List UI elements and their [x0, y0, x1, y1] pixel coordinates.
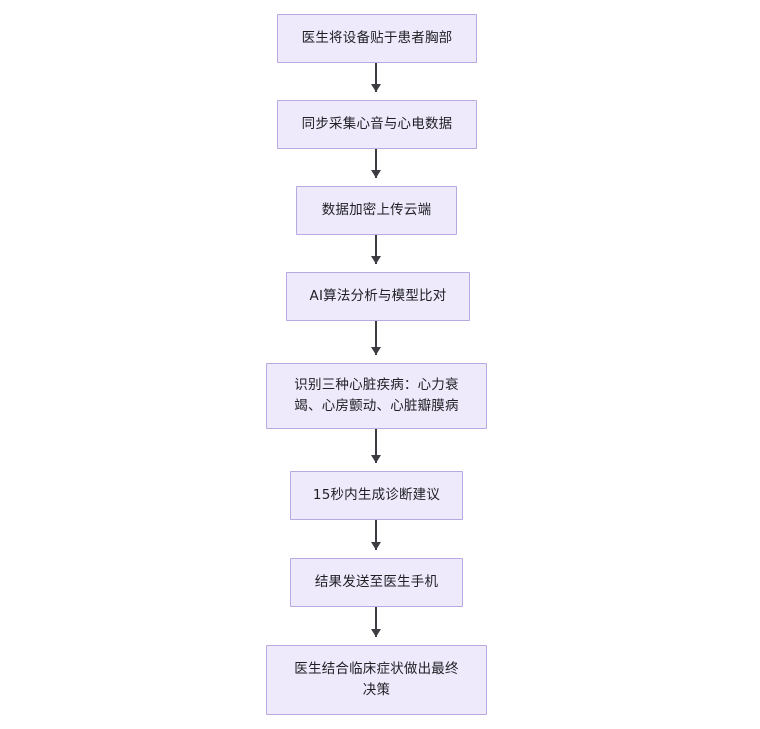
flow-arrowhead-icon: [371, 170, 381, 178]
flowchart-node-step-6[interactable]: 15秒内生成诊断建议: [290, 471, 463, 520]
flow-connector: [375, 149, 377, 178]
flowchart-node-label: 医生将设备贴于患者胸部: [301, 30, 453, 47]
flow-connector: [375, 235, 377, 264]
flow-arrowhead-icon: [371, 84, 381, 92]
flowchart-node-label: 数据加密上传云端: [321, 202, 432, 219]
flowchart-node-label: AI算法分析与模型比对: [309, 288, 447, 305]
flowchart-node-step-5[interactable]: 识别三种心脏疾病：心力衰 竭、心房颤动、心脏瓣膜病: [266, 363, 487, 429]
flow-connector: [375, 63, 377, 92]
flow-connector: [375, 429, 377, 463]
flow-connector: [375, 607, 377, 637]
flow-arrowhead-icon: [371, 629, 381, 637]
flowchart-node-step-4[interactable]: AI算法分析与模型比对: [286, 272, 470, 321]
flowchart-node-step-1[interactable]: 医生将设备贴于患者胸部: [277, 14, 477, 63]
flowchart-node-label: 15秒内生成诊断建议: [312, 487, 441, 504]
flow-arrowhead-icon: [371, 256, 381, 264]
flowchart-node-step-8[interactable]: 医生结合临床症状做出最终 决策: [266, 645, 487, 715]
flowchart-node-step-7[interactable]: 结果发送至医生手机: [290, 558, 463, 607]
flowchart-node-label: 结果发送至医生手机: [314, 574, 439, 591]
flowchart-node-label: 医生结合临床症状做出最终 决策: [294, 661, 459, 698]
flow-arrowhead-icon: [371, 542, 381, 550]
flowchart-node-step-3[interactable]: 数据加密上传云端: [296, 186, 457, 235]
flow-arrowhead-icon: [371, 455, 381, 463]
flow-connector: [375, 520, 377, 550]
flow-arrowhead-icon: [371, 347, 381, 355]
flow-connector: [375, 321, 377, 355]
flowchart-node-step-2[interactable]: 同步采集心音与心电数据: [277, 100, 477, 149]
flowchart-node-label: 识别三种心脏疾病：心力衰 竭、心房颤动、心脏瓣膜病: [294, 377, 459, 414]
flowchart-node-label: 同步采集心音与心电数据: [301, 116, 453, 133]
